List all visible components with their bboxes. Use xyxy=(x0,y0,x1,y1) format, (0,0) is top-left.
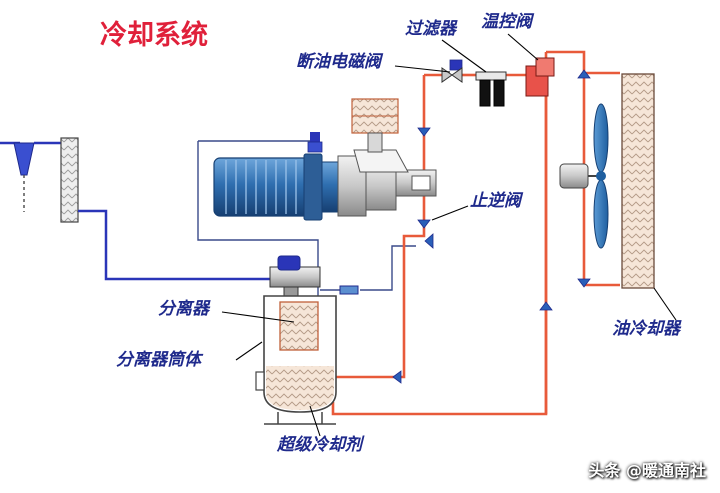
coolant-label: 超级冷却剂 xyxy=(277,435,362,455)
intake-box xyxy=(351,98,399,153)
intake-filter xyxy=(0,137,79,223)
motor xyxy=(213,153,339,221)
check-valve-label: 止逆阀 xyxy=(470,191,521,211)
oil-solenoid-valve-label: 断油电磁阀 xyxy=(296,52,381,72)
filter-label: 过滤器 xyxy=(405,19,456,39)
separator-tank-label: 分离器筒体 xyxy=(116,350,201,370)
solenoid-valve-tank xyxy=(269,255,359,300)
oil-lines xyxy=(268,50,620,416)
cooling-fan xyxy=(559,103,609,249)
air-lines xyxy=(78,209,270,281)
compressor-head xyxy=(337,149,437,217)
oil-cooler xyxy=(621,73,655,289)
watermark: 头条 @暖通南社 xyxy=(588,461,706,480)
inlet-valve xyxy=(307,132,323,153)
flow-arrows xyxy=(392,69,591,384)
thermostatic-valve xyxy=(525,57,555,97)
thermostatic-valve-label: 温控阀 xyxy=(481,12,532,32)
oil-filter xyxy=(475,71,507,107)
separator-tank xyxy=(255,295,337,425)
leader-lines xyxy=(221,33,677,437)
oil-cooler-label: 油冷却器 xyxy=(612,319,680,339)
diagram-title: 冷却系统 xyxy=(100,20,208,51)
separator-label: 分离器 xyxy=(158,299,209,319)
